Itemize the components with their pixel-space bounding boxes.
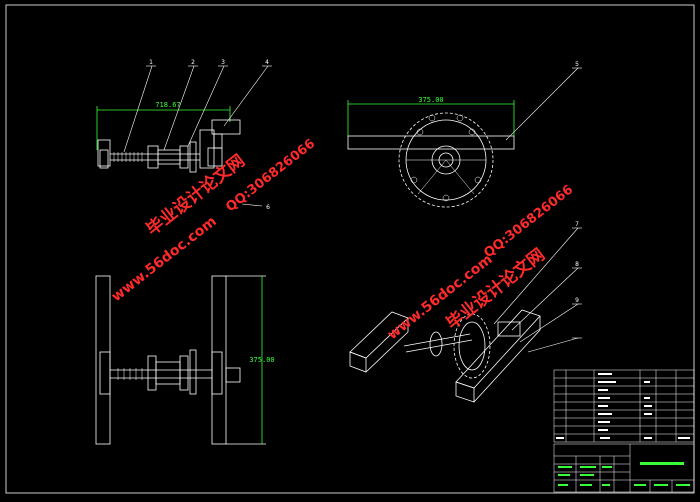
balloon-6: 6 xyxy=(266,204,270,211)
balloon-5: 5 xyxy=(575,61,579,68)
front-view xyxy=(96,106,241,173)
balloon-7: 7 xyxy=(575,221,579,228)
top-width-dimension: 375.00 xyxy=(418,96,443,104)
watermark-qq-left: QQ:306826066 xyxy=(223,136,318,215)
balloon-3: 3 xyxy=(221,59,225,66)
balloon-labels: 1 2 3 4 5 6 7 8 9 xyxy=(149,59,579,304)
front-width-dimension: 718.67 xyxy=(155,101,180,109)
side-height-dimension: 375.00 xyxy=(249,356,274,364)
top-view xyxy=(347,100,515,208)
parts-list xyxy=(553,369,695,443)
side-view xyxy=(95,275,266,445)
balloon-leaders xyxy=(123,65,582,353)
balloon-8: 8 xyxy=(575,261,579,268)
balloon-9: 9 xyxy=(575,297,579,304)
isometric-view xyxy=(349,309,541,403)
parts-list-cells xyxy=(556,373,690,439)
balloon-4: 4 xyxy=(265,59,269,66)
balloon-1: 1 xyxy=(149,59,153,66)
title-block xyxy=(553,443,695,493)
watermark-left: 毕业设计论文网 www.56doc.com QQ:306826066 xyxy=(109,136,319,305)
watermark-qq-right: QQ:306826066 xyxy=(481,182,576,261)
sheet-border xyxy=(5,4,695,494)
title-block-cells xyxy=(558,462,690,486)
balloon-2: 2 xyxy=(191,59,195,66)
